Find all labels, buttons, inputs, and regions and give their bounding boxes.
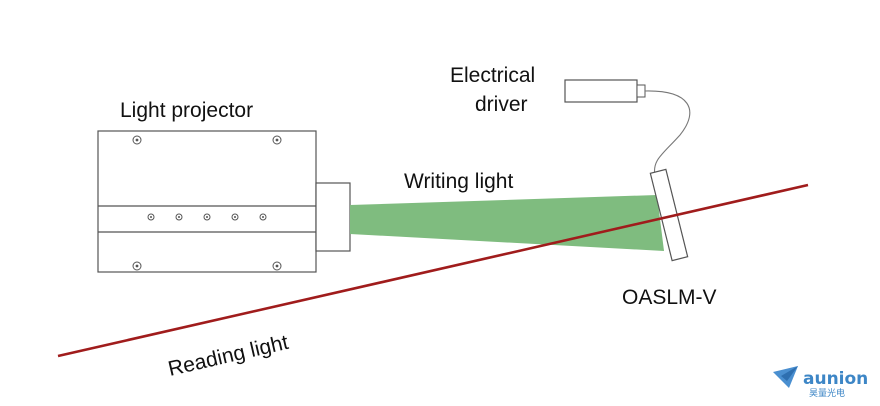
screw-icon xyxy=(132,135,142,145)
logo-wordmark: aunion xyxy=(803,369,868,389)
screw-icon xyxy=(272,135,282,145)
screw-icon xyxy=(259,213,267,221)
electrical-driver-label-line1: Electrical xyxy=(450,64,535,87)
light-projector-label: Light projector xyxy=(120,99,253,122)
electrical-driver-label-line2: driver xyxy=(475,93,528,116)
aunion-logo: aunion 昊量光电 xyxy=(773,366,868,399)
oaslm-device xyxy=(649,168,689,262)
screw-icon xyxy=(147,213,155,221)
projector-lens xyxy=(315,182,351,252)
reading-light-label: Reading light xyxy=(166,331,291,381)
screw-icon xyxy=(203,213,211,221)
oaslm-label: OASLM-V xyxy=(622,286,717,309)
writing-light-label: Writing light xyxy=(404,170,513,193)
light-projector xyxy=(97,130,317,273)
screw-icon xyxy=(231,213,239,221)
screw-icon xyxy=(175,213,183,221)
screw-icon xyxy=(272,261,282,271)
screw-icon xyxy=(132,261,142,271)
electrical-driver xyxy=(564,79,646,103)
driver-cable xyxy=(644,90,691,177)
logo-subtitle: 昊量光电 xyxy=(809,387,845,399)
writing-light-beam xyxy=(350,195,664,251)
reading-light-beam xyxy=(57,183,809,358)
paper-plane-icon xyxy=(773,366,798,388)
